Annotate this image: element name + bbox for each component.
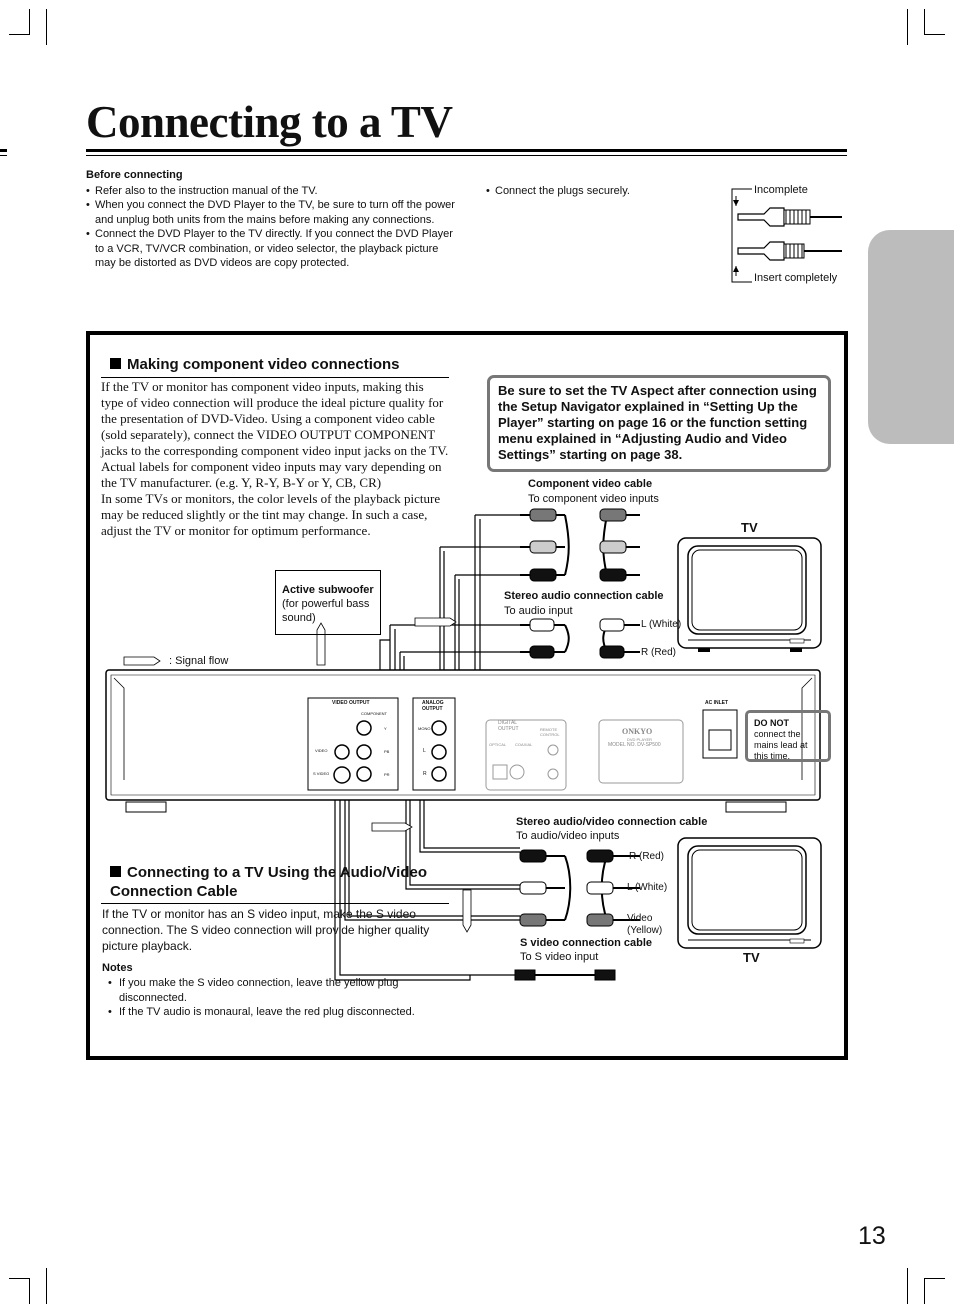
crop-mark [29, 9, 30, 35]
pr-jack-label: PR [384, 772, 390, 777]
square-bullet-icon [110, 866, 121, 877]
model-label: MODEL NO. DV-SP500 [608, 742, 661, 748]
s-video-jack-label: S VIDEO [313, 771, 330, 776]
paragraph: Actual labels for component video inputs… [101, 459, 442, 490]
r-jack-label: R [423, 771, 427, 777]
square-bullet-icon [110, 358, 121, 369]
incomplete-label: Incomplete [754, 184, 808, 196]
list-item: If you make the S video connection, leav… [108, 976, 448, 1005]
s-video-cable [514, 969, 616, 981]
crop-mark [924, 9, 925, 35]
stereo-cable-to: To audio input [504, 605, 573, 617]
r-red-label-2: R (Red) [629, 851, 665, 862]
crop-mark [46, 9, 47, 45]
y-jack-label: Y [384, 726, 387, 731]
component-cable [520, 508, 640, 582]
list-item: Connect the plugs securely. [486, 184, 676, 199]
coaxial-label: COAXIAL [515, 742, 533, 747]
before-connecting: Before connecting Refer also to the inst… [86, 168, 461, 271]
list-item: Refer also to the instruction manual of … [86, 184, 461, 199]
av-cable [519, 849, 640, 927]
paragraph: In some TVs or monitors, the color level… [101, 491, 441, 538]
list-item: Connect the DVD Player to the TV directl… [86, 227, 461, 271]
component-cable-label: Component video cable [528, 478, 653, 490]
before-connecting-heading: Before connecting [86, 169, 183, 181]
crop-mark [924, 1278, 945, 1279]
ac-inlet-label: AC INLET [705, 700, 729, 706]
video-yellow-label: Video (Yellow) [627, 913, 663, 936]
av-cable-label: Stereo audio/video connection cable [516, 816, 708, 828]
digital-output-label: DIGITAL OUTPUT [498, 720, 519, 732]
cable-routes [334, 514, 530, 981]
stereo-audio-cable [520, 618, 640, 659]
signal-flow-legend: : Signal flow [169, 655, 229, 667]
notes-heading: Notes [102, 962, 133, 974]
s-cable-label: S video connection cable [520, 937, 653, 949]
title-rule-thin [86, 155, 847, 156]
title-rule [86, 149, 847, 152]
do-not-connect-note: DO NOT connect the mains lead at this ti… [745, 710, 831, 762]
side-mark [0, 155, 7, 156]
video-jack-label: VIDEO [315, 748, 328, 753]
r-red-label: R (Red) [641, 647, 677, 658]
av-cable-to: To audio/video inputs [516, 830, 620, 842]
notes-list: If you make the S video connection, leav… [108, 976, 448, 1020]
component-cable-to: To component video inputs [528, 493, 659, 505]
component-section-text: If the TV or monitor has component video… [101, 379, 449, 539]
analog-output-label: ANALOG OUTPUT [422, 700, 444, 712]
crop-mark [29, 1278, 30, 1304]
crop-mark [9, 1278, 30, 1279]
stereo-cable-label: Stereo audio connection cable [504, 590, 664, 602]
side-tab [868, 230, 954, 444]
signal-flow-arrows [123, 617, 472, 933]
component-label: COMPONENT [361, 711, 387, 716]
plug-tip: Connect the plugs securely. [486, 184, 676, 199]
crop-mark [907, 1268, 908, 1304]
plug-incomplete [737, 207, 842, 227]
tv-top [677, 537, 822, 652]
connection-panel [86, 331, 848, 1060]
paragraph: If the TV or monitor has component video… [101, 379, 449, 458]
crop-mark [924, 34, 945, 35]
tv-bottom-label: TV [743, 950, 760, 965]
page-number: 13 [858, 1222, 886, 1250]
l-jack-label: L [423, 748, 426, 754]
crop-mark [907, 9, 908, 45]
remote-control-label: REMOTE CONTROL [540, 727, 560, 737]
dvd-player-label: DVD PLAYER [627, 737, 653, 742]
dvd-player [105, 669, 821, 813]
video-output-label: VIDEO OUTPUT [332, 700, 370, 706]
crop-mark [46, 1268, 47, 1304]
list-item: When you connect the DVD Player to the T… [86, 198, 461, 227]
page-title: Connecting to a TV [86, 97, 453, 147]
crop-mark [924, 1278, 925, 1304]
crop-mark [9, 34, 30, 35]
l-white-label-2: L (White) [627, 882, 668, 893]
component-section-heading: Making component video connections [110, 356, 400, 373]
plug-complete [737, 241, 842, 261]
optical-label: OPTICAL [489, 742, 507, 747]
tv-bottom [677, 837, 822, 949]
mono-label: MONO [418, 726, 431, 731]
list-item: If the TV audio is monaural, leave the r… [108, 1005, 448, 1020]
tv-aspect-notice: Be sure to set the TV Aspect after conne… [487, 375, 831, 472]
heading-rule [101, 903, 449, 904]
av-section-heading: Connecting to a TV Using the Audio/Video… [110, 864, 427, 900]
heading-rule [101, 377, 449, 378]
av-section-text: If the TV or monitor has an S video inpu… [102, 907, 430, 953]
s-cable-to: To S video input [520, 951, 599, 963]
tv-top-label: TV [741, 520, 758, 535]
plug-illustration [731, 188, 842, 283]
side-mark [0, 149, 7, 152]
l-white-label: L (White) [641, 619, 682, 630]
subwoofer-desc: (for powerful bass sound) [282, 598, 370, 624]
connection-diagram [105, 508, 822, 981]
pb-jack-label: PB [384, 749, 390, 754]
active-subwoofer-box: Active subwoofer (for powerful bass soun… [275, 570, 381, 635]
subwoofer-title: Active subwoofer [282, 584, 374, 596]
onkyo-logo: ONKYO [622, 727, 653, 736]
insert-completely-label: Insert completely [754, 272, 838, 284]
